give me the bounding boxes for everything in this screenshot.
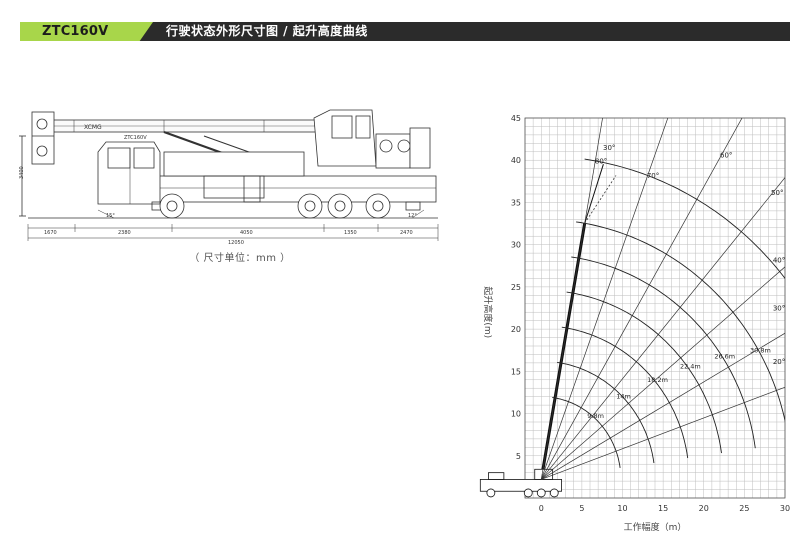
model-label: ZTC160V [124, 135, 147, 141]
section-title: 行驶状态外形尺寸图 / 起升高度曲线 [166, 24, 368, 38]
angle-label: 20° [773, 358, 785, 366]
angle-ray [540, 176, 785, 480]
y-tick-label: 10 [511, 410, 521, 419]
model-name: ZTC160V [42, 24, 109, 39]
boom-length-label: 30.8m [750, 346, 771, 354]
boom-length-curve [584, 158, 785, 280]
y-tick-label: 25 [511, 283, 521, 292]
jib-offset-label: 30° [603, 144, 615, 152]
angle-label: 30° [773, 305, 785, 313]
boom-length-curve [566, 291, 722, 454]
y-axis-title: 起升高度(m) [482, 286, 494, 338]
boom-length-curve [561, 326, 689, 459]
crane-wheel [486, 488, 496, 498]
angle-ray [540, 118, 669, 480]
unit-note: （ 尺寸单位：mm ） [189, 253, 291, 264]
x-tick-label: 25 [739, 504, 749, 513]
y-tick-label: 30 [511, 241, 521, 250]
crane-wheel [549, 488, 559, 498]
jib-offset-line [584, 175, 617, 224]
crane-wheel [523, 488, 533, 498]
y-tick-label: 40 [511, 156, 521, 165]
angle-label: 70° [647, 172, 659, 180]
dim-segment: 2380 [118, 230, 131, 236]
crane-wheel [536, 488, 546, 498]
x-tick-label: 5 [579, 504, 584, 513]
angle-label: 40° [773, 256, 785, 264]
brand-label: XCMG [84, 124, 102, 131]
plot-frame [524, 117, 786, 499]
x-tick-label: 15 [658, 504, 668, 513]
boom-length-label: 9.8m [587, 412, 604, 420]
y-tick-label: 15 [511, 367, 521, 376]
y-tick-label: 35 [511, 198, 521, 207]
boom-length-curve [552, 397, 621, 468]
boom-length-curve [557, 361, 655, 464]
x-axis-title: 工作幅度（m） [624, 521, 687, 533]
section-header: ZTC160V 行驶状态外形尺寸图 / 起升高度曲线 [20, 22, 790, 41]
y-tick-label: 5 [516, 452, 521, 461]
vehicle-outline-drawing: XCMG ZTC160V 3400 15° 12° 1670 2380 4050… [19, 109, 439, 246]
angle-ray [540, 118, 743, 480]
y-tick-label: 20 [511, 325, 521, 334]
angle-ray [540, 118, 603, 480]
crane-jib [584, 164, 604, 224]
boom-length-label: 22.4m [680, 363, 701, 371]
height-dimension: 3400 [19, 166, 25, 179]
boom-length-curve [576, 221, 785, 423]
boom-length-label: 14m [616, 392, 631, 400]
angle-rear: 12° [408, 213, 417, 219]
dim-segment: 1350 [344, 230, 357, 236]
model-tag: ZTC160V [20, 22, 153, 41]
crane-truck-body [479, 479, 562, 492]
lifting-height-chart: 0 5 10 15 20 25 30 5 10 15 20 25 30 35 40 45 工作幅度（m） 起升高度… [479, 114, 790, 533]
dim-segment: 4050 [240, 230, 253, 236]
angle-label: 50° [771, 189, 783, 197]
angle-ray [541, 332, 785, 480]
y-tick-label: 45 [511, 114, 521, 123]
angle-ray [541, 266, 785, 480]
boom-length-curve [571, 256, 756, 449]
boom-length-label: 26.6m [714, 353, 735, 361]
dim-segment: 2470 [400, 230, 413, 236]
x-tick-label: 10 [617, 504, 627, 513]
overall-length-dimension: 12050 [228, 240, 244, 246]
angle-label: 80° [595, 157, 607, 165]
angle-label: 60° [720, 152, 732, 160]
x-tick-label: 20 [699, 504, 709, 513]
crane-truck-body [488, 472, 505, 480]
angle-front: 15° [106, 213, 115, 219]
x-tick-label: 30 [780, 504, 790, 513]
boom-length-label: 18.2m [647, 376, 668, 384]
angle-ray [541, 386, 785, 480]
dim-segment: 1670 [44, 230, 57, 236]
x-tick-label: 0 [539, 504, 544, 513]
